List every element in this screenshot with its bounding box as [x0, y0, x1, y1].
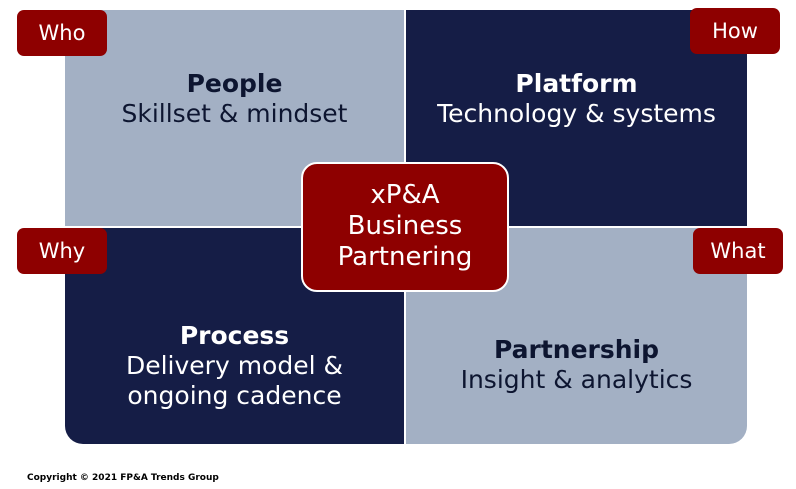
process-subtitle: Delivery model & ongoing cadence — [125, 351, 343, 410]
tag-how: How — [690, 8, 780, 54]
people-text: People Skillset & mindset — [65, 69, 404, 129]
people-subtitle: Skillset & mindset — [121, 99, 348, 128]
tag-what: What — [693, 228, 783, 274]
partnership-title: Partnership — [493, 335, 660, 364]
tag-who: Who — [17, 10, 107, 56]
quadrant-people: People Skillset & mindset — [65, 10, 404, 226]
platform-text: Platform Technology & systems — [406, 69, 747, 129]
process-title: Process — [179, 321, 290, 350]
platform-title: Platform — [515, 69, 638, 98]
tag-why: Why — [17, 228, 107, 274]
partnership-text: Partnership Insight & analytics — [406, 335, 747, 395]
platform-subtitle: Technology & systems — [437, 99, 716, 128]
center-xpa-business-partnering: xP&A Business Partnering — [301, 162, 509, 292]
copyright-notice: Copyright © 2021 FP&A Trends Group — [27, 473, 219, 483]
partnership-subtitle: Insight & analytics — [460, 365, 693, 394]
people-title: People — [186, 69, 283, 98]
process-text: Process Delivery model & ongoing cadence — [65, 321, 404, 411]
